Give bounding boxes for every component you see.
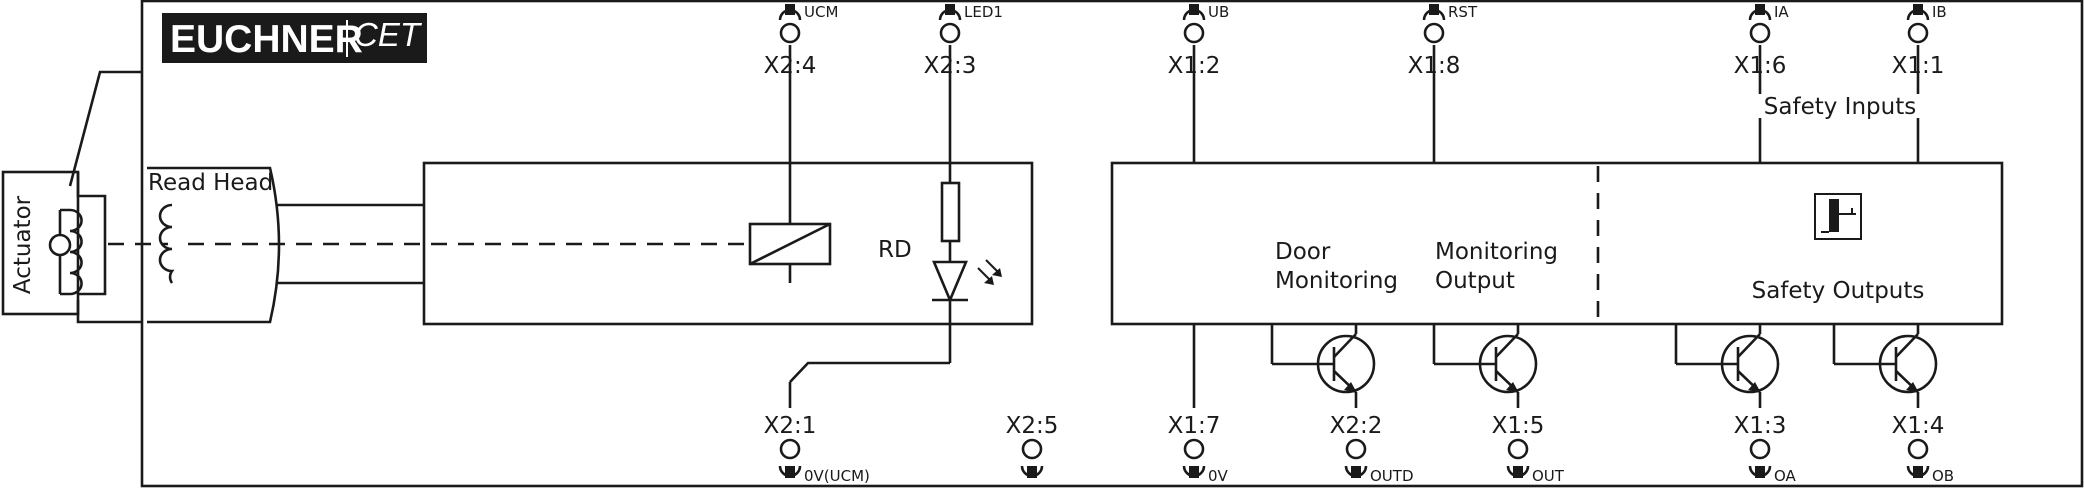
safety-symbol-icon (1814, 193, 1862, 240)
transistor (1432, 324, 1538, 408)
terminal-id-label: X1:2 (1168, 53, 1221, 79)
terminal-signal-label: IB (1932, 3, 1947, 21)
logo-product: CET (354, 16, 423, 53)
terminal-id-label: X1:6 (1734, 53, 1787, 79)
terminal-x2-1: X2:1 0V(UCM) (764, 413, 870, 485)
terminal-id-label: X1:8 (1408, 53, 1461, 79)
terminal-id-label: X1:7 (1168, 413, 1221, 439)
terminal-id-label: X2:2 (1330, 413, 1383, 439)
terminal-x2-4: UCM X2:4 (764, 3, 839, 79)
transistor (1832, 324, 1938, 408)
terminal-signal-label: OUTD (1370, 467, 1414, 485)
terminal-signal-label: 0V(UCM) (804, 467, 870, 485)
terminal-x1-3: X1:3OA (1734, 413, 1797, 485)
terminal-x1-6: IA X1:6 (1734, 3, 1790, 79)
terminal-x1-8: RST X1:8 (1408, 3, 1478, 79)
safety-block: Door Monitoring Monitoring Output Safety… (1110, 94, 2004, 326)
read-head: Read Head (108, 166, 746, 324)
monitoring-output-label-2: Output (1435, 268, 1515, 294)
terminal-signal-label: UCM (804, 3, 838, 21)
terminal-signal-label: RST (1448, 3, 1478, 21)
terminal-signal-label: OA (1774, 467, 1797, 485)
terminal-signal-label: OUT (1532, 467, 1565, 485)
terminal-signal-label: UB (1208, 3, 1229, 21)
output-transistors (1270, 324, 1938, 408)
transistor (1270, 324, 1376, 408)
terminal-id-label: X2:3 (924, 53, 977, 79)
read-head-label: Read Head (148, 170, 273, 196)
monitoring-output-label-1: Monitoring (1435, 239, 1558, 265)
terminal-x1-4: X1:4OB (1892, 413, 1955, 485)
door-monitoring-label-1: Door (1275, 239, 1331, 265)
actuator: Actuator (1, 70, 142, 324)
terminal-id-label: X2:4 (764, 53, 817, 79)
safety-outputs-label: Safety Outputs (1752, 278, 1925, 304)
terminal-x1-1: IB X1:1 (1892, 3, 1947, 79)
terminal-id-label: X1:1 (1892, 53, 1945, 79)
actuator-label: Actuator (10, 195, 36, 294)
terminal-signal-label: 0V (1208, 467, 1229, 485)
door-monitoring-label-2: Monitoring (1275, 268, 1398, 294)
relay (748, 205, 832, 283)
terminal-signal-label: IA (1774, 3, 1789, 21)
rd-label: RD (878, 237, 912, 263)
terminal-signal-label: OB (1932, 467, 1954, 485)
logo-brand: EUCHNER (170, 18, 363, 61)
terminal-id-label: X2:5 (1006, 413, 1059, 439)
terminal-id-label: X1:5 (1492, 413, 1545, 439)
terminal-id-label: X1:4 (1892, 413, 1945, 439)
status-led: RD (789, 88, 1002, 383)
terminal-id-label: X1:3 (1734, 413, 1787, 439)
transistor (1674, 324, 1780, 408)
terminal-id-label: X2:1 (764, 413, 817, 439)
read-head-block (422, 161, 1034, 326)
terminal-x1-7: X1:7 0V (1168, 413, 1229, 485)
euchner-logo: EUCHNER CET (162, 13, 427, 63)
terminal-signal-label: LED1 (964, 3, 1003, 21)
safety-inputs-label: Safety Inputs (1764, 94, 1916, 120)
terminal-x2-5: X2:5 (1006, 413, 1059, 478)
terminal-x1-2: UB X1:2 (1168, 3, 1230, 79)
